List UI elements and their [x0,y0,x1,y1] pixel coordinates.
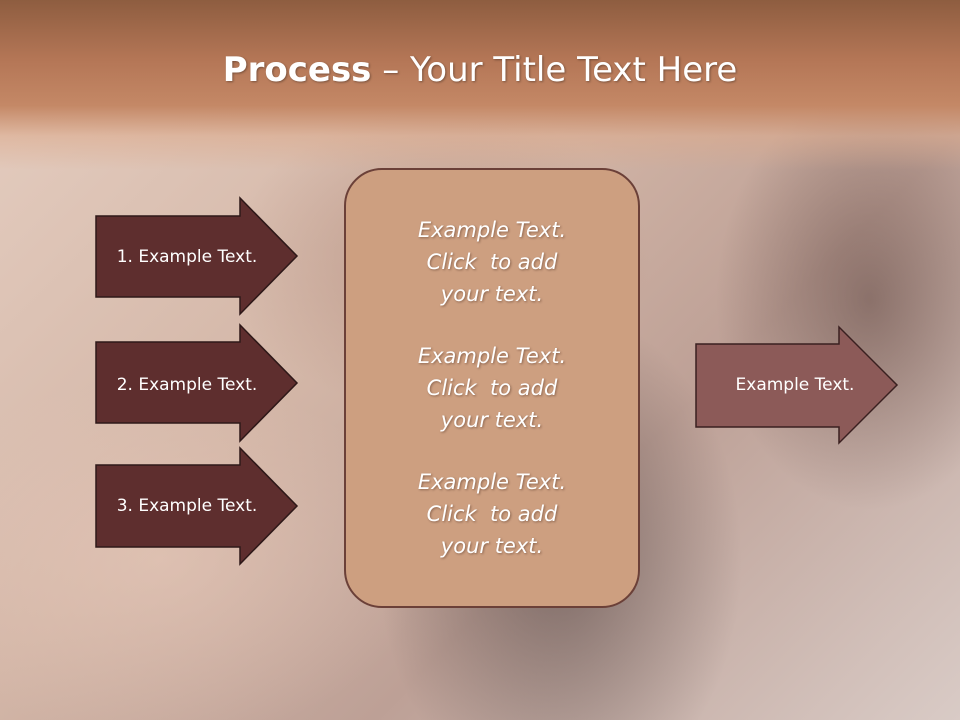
center-text-line: Example Text. [417,218,567,242]
output-arrow-label: Example Text. [736,375,855,395]
input-arrow-2-shape [95,323,299,443]
page-title[interactable]: Process – Your Title Text Here [0,50,960,90]
input-arrow-2-label: 2. Example Text. [117,375,258,395]
input-arrow-3[interactable]: 3. Example Text. [95,446,299,566]
center-text-line: your text. [440,282,544,306]
center-text-block-2[interactable]: Example Text. Click to add your text. [418,340,566,436]
center-text-line: your text. [440,408,544,432]
input-arrow-1-label: 1. Example Text. [117,247,258,267]
output-arrow[interactable]: Example Text. [695,325,899,445]
input-arrow-1[interactable]: 1. Example Text. [95,196,299,316]
input-arrow-1-shape [95,196,299,316]
center-text-line: Click to add [426,502,558,526]
input-arrow-2[interactable]: 2. Example Text. [95,323,299,443]
center-text-block-3[interactable]: Example Text. Click to add your text. [418,466,566,562]
title-rest: – Your Title Text Here [371,50,738,90]
center-text-block-1[interactable]: Example Text. Click to add your text. [418,214,566,310]
input-arrow-3-shape [95,446,299,566]
center-text-line: your text. [440,534,544,558]
center-text-line: Click to add [426,250,558,274]
center-text-line: Click to add [426,376,558,400]
center-text-line: Example Text. [417,344,567,368]
input-arrow-3-label: 3. Example Text. [117,496,258,516]
output-arrow-shape [695,325,899,445]
title-bold: Process [222,50,372,90]
center-process-box[interactable]: Example Text. Click to add your text. Ex… [344,168,640,608]
center-text-line: Example Text. [417,470,567,494]
title-band [0,0,960,170]
